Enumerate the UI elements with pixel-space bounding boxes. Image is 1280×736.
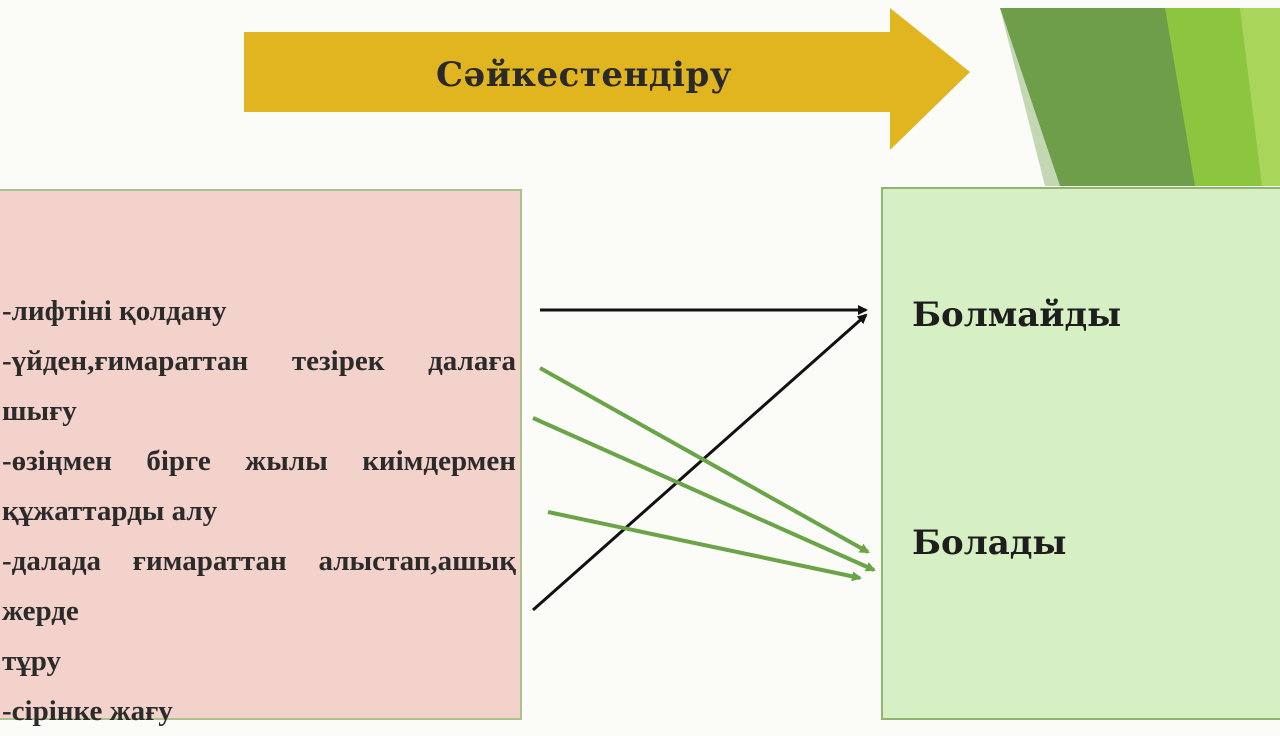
- list-item: құжаттарды алу: [2, 495, 218, 527]
- answer-not-allowed: Болмайды: [912, 295, 1122, 335]
- items-panel: [0, 189, 522, 720]
- slide: Сәйкестендіру -лифтіні қолдану -үйден,ғи…: [0, 8, 1280, 727]
- title-arrow-shape: [244, 8, 970, 150]
- decorative-green-shapes: [1000, 8, 1280, 186]
- answer-allowed: Болады: [912, 523, 1067, 563]
- list-item: -лифтіні қолдану: [2, 295, 227, 327]
- list-item: -далада ғимараттан алыстап,ашық жерде: [2, 545, 516, 627]
- list-item: -сірінке жағу: [2, 695, 173, 727]
- list-item: -өзіңмен бірге жылы киімдермен: [2, 445, 516, 477]
- slide-title: Сәйкестендіру: [436, 55, 732, 95]
- items-list: -лифтіні қолдану -үйден,ғимараттан тезір…: [2, 286, 516, 736]
- list-item: тұру: [2, 645, 61, 677]
- list-item: -үйден,ғимараттан тезірек далаға шығу: [2, 345, 516, 427]
- answers-panel: [881, 187, 1280, 720]
